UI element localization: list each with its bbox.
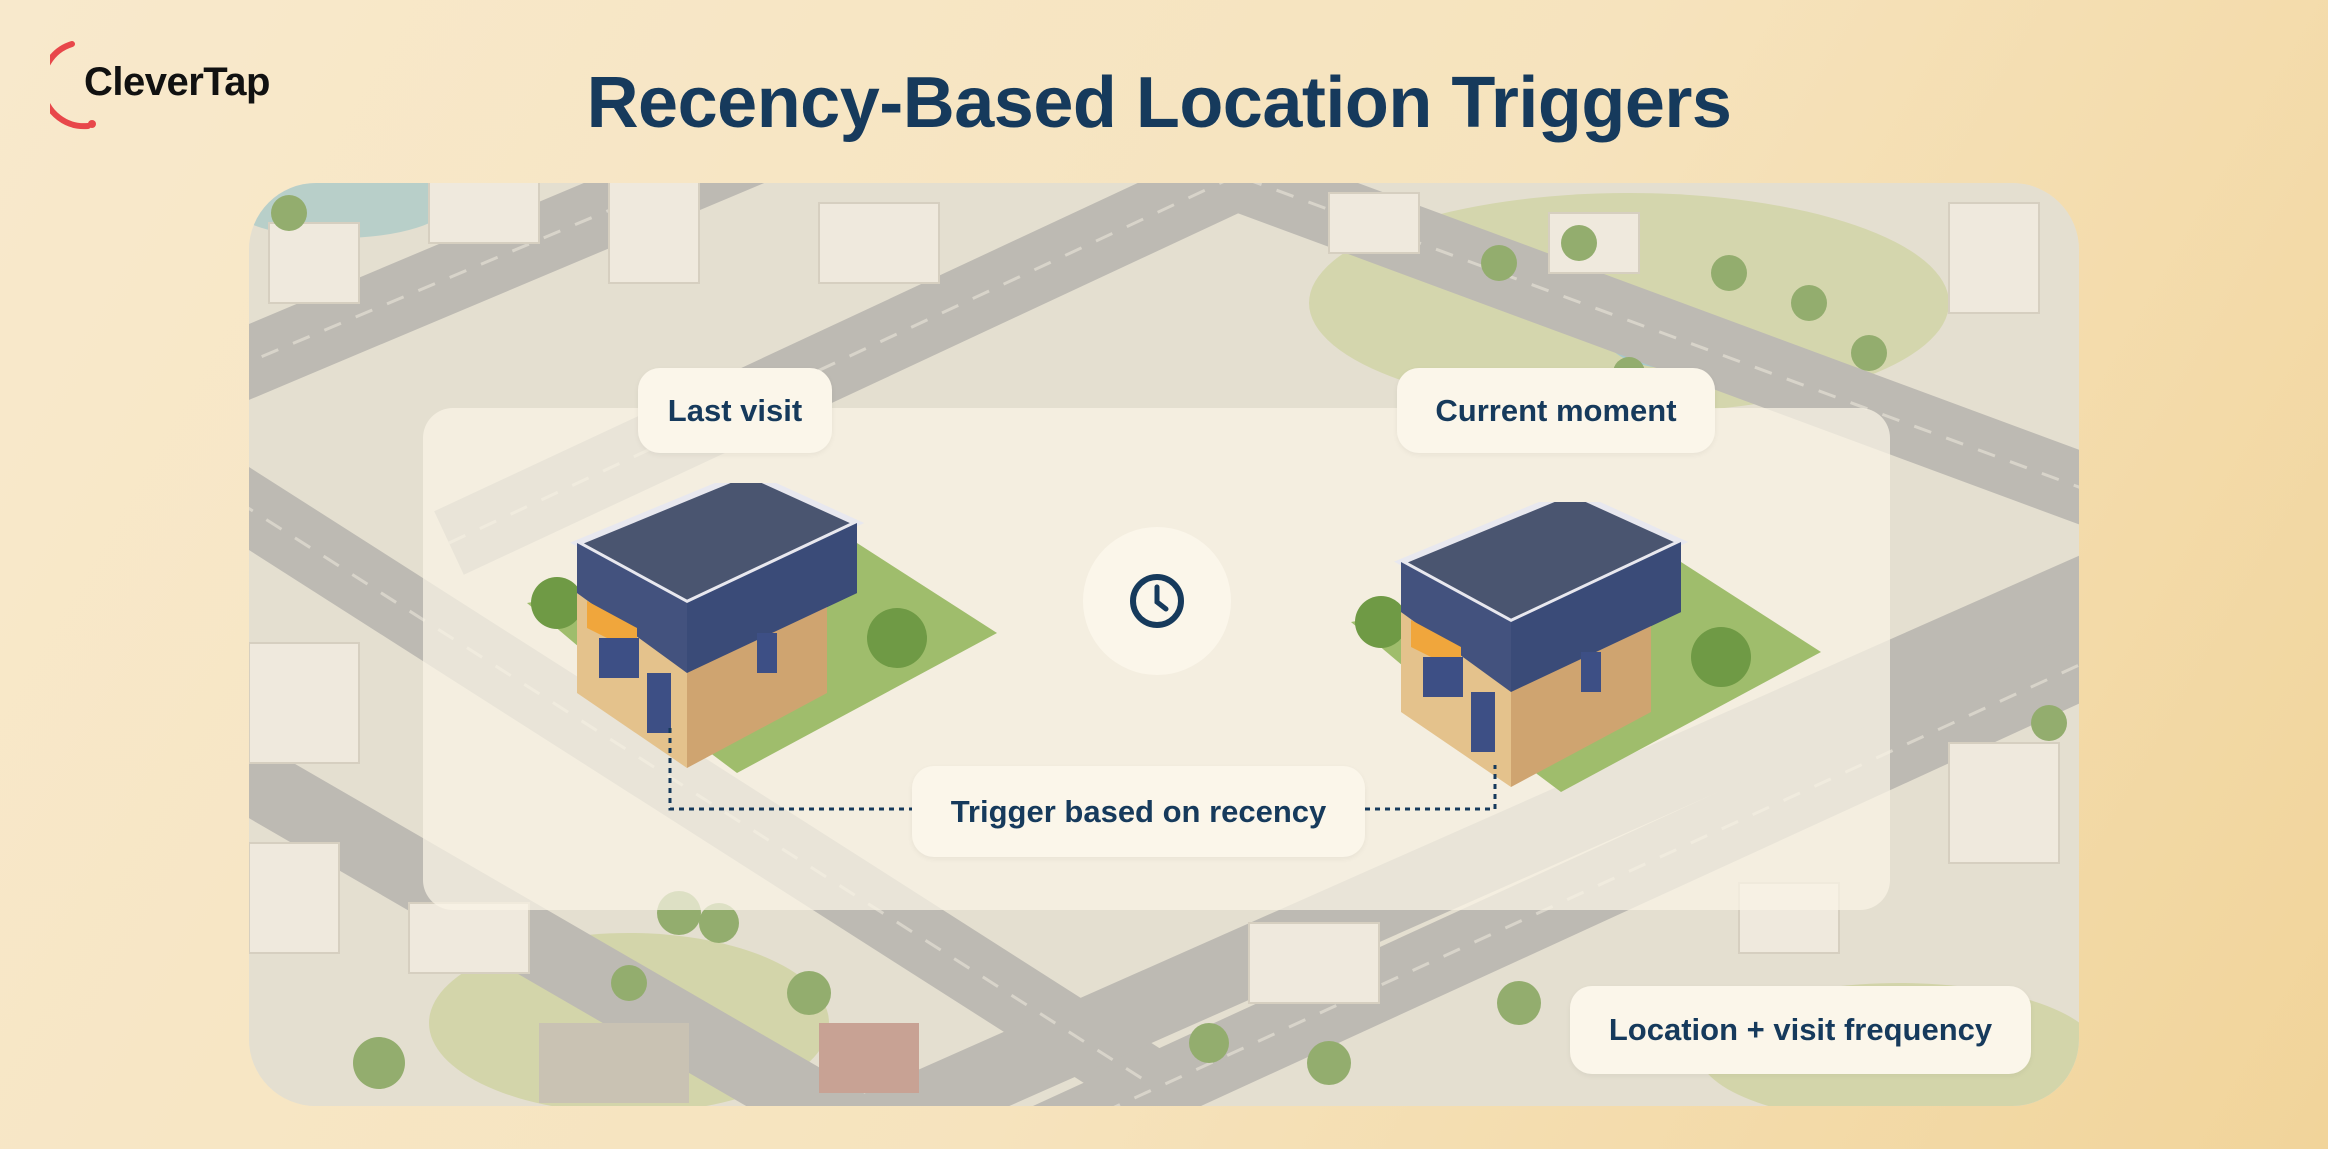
logo-arc-icon: [50, 41, 96, 130]
page-title: Recency-Based Location Triggers: [0, 62, 2328, 144]
shop-building-current: [1351, 502, 1821, 792]
current-moment-label: Current moment: [1397, 368, 1715, 453]
clock-icon: [1130, 574, 1184, 628]
clock-badge: [1083, 527, 1231, 675]
trigger-recency-label: Trigger based on recency: [912, 766, 1365, 857]
location-visit-frequency-tag: Location + visit frequency: [1570, 986, 2031, 1074]
shop-building-last-visit: [527, 483, 997, 773]
logo-text: CleverTap: [84, 60, 270, 104]
page-title-text: Recency-Based Location Triggers: [586, 63, 1732, 143]
clevertap-logo: CleverTap: [50, 40, 310, 135]
last-visit-label: Last visit: [638, 368, 832, 453]
